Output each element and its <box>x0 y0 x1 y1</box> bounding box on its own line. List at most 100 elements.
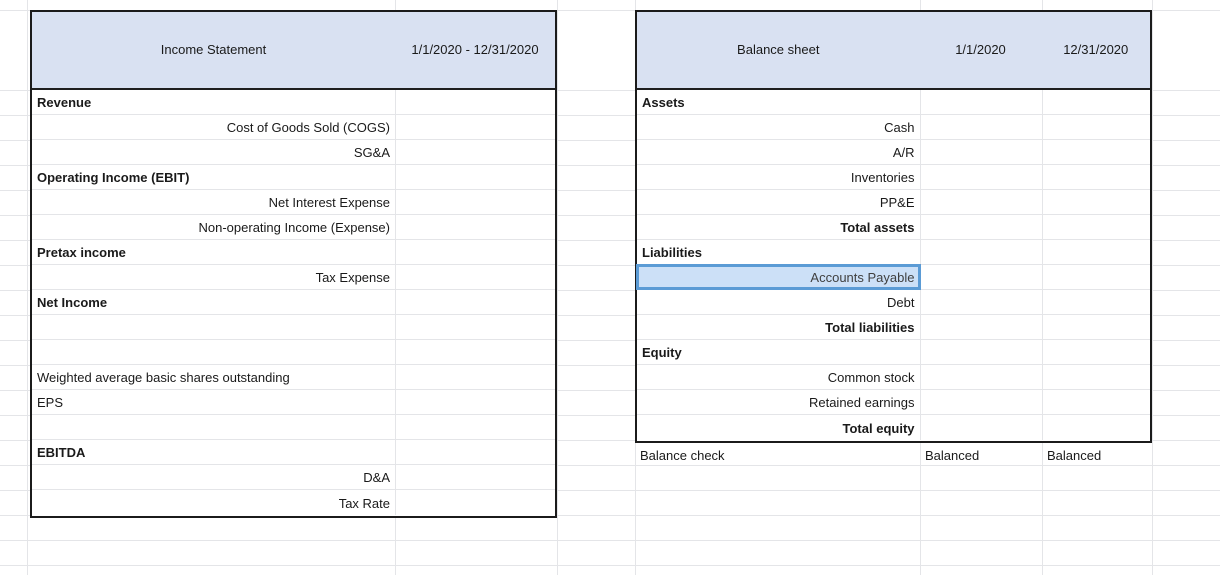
balance-sheet-value-cell[interactable] <box>919 164 1042 189</box>
balance-sheet-label-cell[interactable]: Inventories <box>850 169 915 185</box>
balance-sheet-value-cell[interactable] <box>1041 414 1151 440</box>
balance-sheet-label-cell[interactable]: Liabilities <box>642 244 702 260</box>
balance-sheet-label-cell[interactable]: Assets <box>642 94 685 110</box>
income-statement-value-cell[interactable] <box>395 339 555 364</box>
income-statement-value-cell[interactable] <box>395 414 555 439</box>
income-statement-value-cell[interactable] <box>395 289 555 314</box>
income-statement-row: Tax Rate <box>32 489 555 515</box>
balance-sheet-value-cell[interactable] <box>919 339 1042 364</box>
balance-sheet-value-cell[interactable] <box>1041 214 1151 239</box>
income-statement-row <box>32 414 555 440</box>
income-statement-label-cell[interactable]: Revenue <box>37 94 92 110</box>
income-statement-label-cell[interactable] <box>32 340 395 364</box>
income-statement-label-cell[interactable]: Pretax income <box>37 244 126 260</box>
income-statement-value-cell[interactable] <box>395 114 555 139</box>
balance-sheet-value-cell[interactable] <box>919 214 1042 239</box>
income-statement-label-cell[interactable]: D&A <box>363 469 390 485</box>
gridline <box>0 115 1220 116</box>
income-statement-header[interactable]: Income Statement 1/1/2020 - 12/31/2020 <box>32 12 555 90</box>
gridline <box>0 10 1220 11</box>
balance-sheet-label-cell[interactable]: A/R <box>892 144 915 160</box>
income-statement-label-cell[interactable]: EPS <box>37 394 64 410</box>
balance-sheet-row: Cash <box>637 114 1151 140</box>
balance-sheet-value-cell[interactable] <box>919 264 1042 289</box>
balance-sheet-label-cell[interactable]: PP&E <box>879 194 915 210</box>
income-statement-label-cell[interactable] <box>32 415 395 439</box>
income-statement-value-cell[interactable] <box>395 214 555 239</box>
balance-sheet-value-cell[interactable] <box>1041 339 1151 364</box>
income-statement-value-cell[interactable] <box>395 264 555 289</box>
income-statement-value-cell[interactable] <box>395 89 555 114</box>
balance-sheet-label-cell[interactable]: Common stock <box>827 369 915 385</box>
income-statement-label-cell[interactable]: Tax Expense <box>315 269 390 285</box>
balance-sheet-row: Retained earnings <box>637 389 1151 415</box>
income-statement-label-cell[interactable]: Cost of Goods Sold (COGS) <box>226 119 390 135</box>
balance-sheet-value-cell[interactable] <box>1041 164 1151 189</box>
income-statement-period[interactable]: 1/1/2020 - 12/31/2020 <box>411 42 539 58</box>
balance-check-label[interactable]: Balance check <box>640 448 725 463</box>
balance-sheet-label-cell[interactable]: Total equity <box>842 420 915 436</box>
balance-sheet-row: Total equity <box>637 414 1151 440</box>
income-statement-value-cell[interactable] <box>395 439 555 464</box>
balance-sheet-header[interactable]: Balance sheet 1/1/2020 12/31/2020 <box>637 12 1150 90</box>
balance-sheet-label-cell[interactable]: Equity <box>642 344 682 360</box>
income-statement-value-cell[interactable] <box>395 164 555 189</box>
income-statement-label-cell[interactable]: Non-operating Income (Expense) <box>198 219 391 235</box>
income-statement-value-cell[interactable] <box>395 139 555 164</box>
income-statement-label-cell[interactable]: Weighted average basic shares outstandin… <box>37 369 290 385</box>
income-statement-label-cell[interactable]: SG&A <box>353 144 390 160</box>
selected-cell-balance-sheet-row-7[interactable]: Accounts Payable <box>637 264 920 289</box>
balance-sheet-date-col2[interactable]: 12/31/2020 <box>1063 42 1129 58</box>
balance-sheet-value-cell[interactable] <box>1041 264 1151 289</box>
balance-sheet-value-cell[interactable] <box>919 314 1042 339</box>
balance-sheet-value-cell[interactable] <box>1041 89 1151 114</box>
balance-sheet-label-cell[interactable]: Debt <box>887 294 915 310</box>
income-statement-label-cell[interactable]: Tax Rate <box>338 495 390 511</box>
income-statement-label-cell[interactable]: Operating Income (EBIT) <box>37 169 190 185</box>
balance-sheet-value-cell[interactable] <box>1041 364 1151 389</box>
balance-sheet-value-cell[interactable] <box>919 89 1042 114</box>
gridline <box>0 515 1220 516</box>
income-statement-value-cell[interactable] <box>395 239 555 264</box>
balance-sheet-value-cell[interactable] <box>1041 239 1151 264</box>
income-statement-label-cell[interactable] <box>32 315 395 339</box>
income-statement-label-cell[interactable]: EBITDA <box>37 444 86 460</box>
income-statement-value-cell[interactable] <box>395 314 555 339</box>
income-statement-value-cell[interactable] <box>395 189 555 214</box>
balance-sheet-label-cell[interactable]: Total liabilities <box>825 319 915 335</box>
gridline <box>0 340 1220 341</box>
balance-sheet-value-cell[interactable] <box>919 139 1042 164</box>
balance-sheet-value-cell[interactable] <box>1041 139 1151 164</box>
income-statement-title[interactable]: Income Statement <box>160 42 267 58</box>
income-statement-value-cell[interactable] <box>395 464 555 489</box>
balance-sheet-value-cell[interactable] <box>1041 389 1151 414</box>
income-statement-value-cell[interactable] <box>395 389 555 414</box>
balance-sheet-label-cell[interactable]: Total assets <box>840 219 915 235</box>
balance-sheet-title[interactable]: Balance sheet <box>737 42 820 58</box>
income-statement-row: Pretax income <box>32 239 555 265</box>
balance-sheet-value-cell[interactable] <box>1041 289 1151 314</box>
income-statement-label-cell[interactable]: Net Interest Expense <box>268 194 390 210</box>
balance-sheet-value-cell[interactable] <box>1041 314 1151 339</box>
balance-sheet-value-cell[interactable] <box>919 414 1042 440</box>
income-statement-row: Revenue <box>32 89 555 115</box>
balance-check-result-col2[interactable]: Balanced <box>1047 448 1102 463</box>
balance-sheet-value-cell[interactable] <box>1041 114 1151 139</box>
income-statement-value-cell[interactable] <box>395 489 555 515</box>
balance-sheet-value-cell[interactable] <box>919 364 1042 389</box>
income-statement-row <box>32 314 555 340</box>
balance-check-result-col1[interactable]: Balanced <box>925 448 980 463</box>
balance-sheet-label-cell[interactable]: Retained earnings <box>808 394 915 410</box>
balance-sheet-value-cell[interactable] <box>919 289 1042 314</box>
income-statement-value-cell[interactable] <box>395 364 555 389</box>
balance-sheet-value-cell[interactable] <box>1041 189 1151 214</box>
balance-sheet-row: Common stock <box>637 364 1151 390</box>
balance-sheet-date-col1[interactable]: 1/1/2020 <box>955 42 1006 58</box>
gridline <box>0 490 1220 491</box>
balance-sheet-value-cell[interactable] <box>919 389 1042 414</box>
balance-sheet-value-cell[interactable] <box>919 114 1042 139</box>
balance-sheet-value-cell[interactable] <box>919 239 1042 264</box>
balance-sheet-label-cell[interactable]: Cash <box>884 119 915 135</box>
balance-sheet-value-cell[interactable] <box>919 189 1042 214</box>
income-statement-label-cell[interactable]: Net Income <box>37 294 108 310</box>
